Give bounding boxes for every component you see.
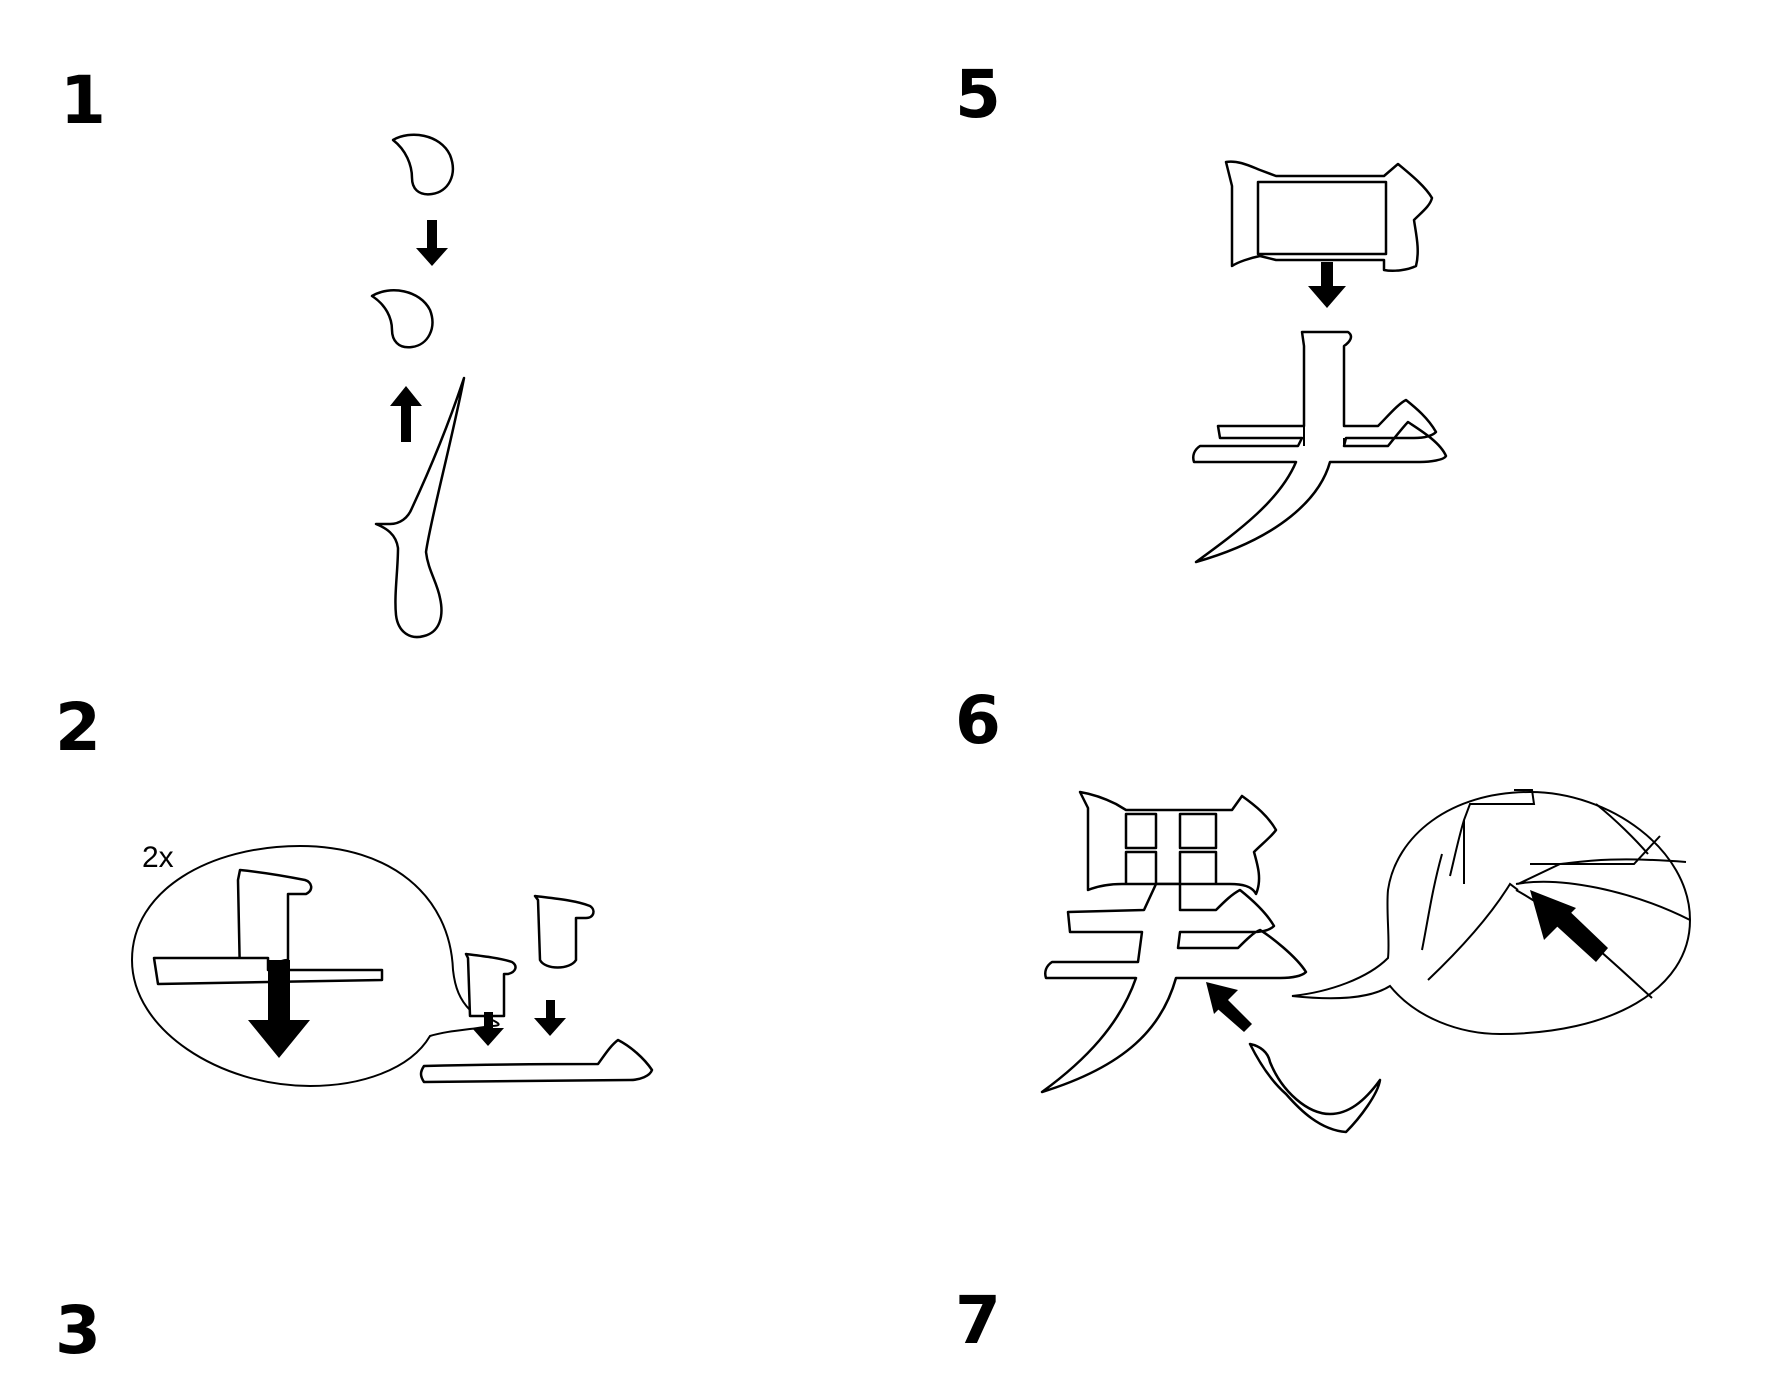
step-number-2: 2 xyxy=(55,689,101,766)
dot-stroke-top xyxy=(391,133,455,196)
zoom-bubble xyxy=(1291,790,1692,1036)
short-vertical-stroke-right xyxy=(533,894,595,969)
zoom-arrow-up-left-icon xyxy=(1530,890,1608,962)
short-vertical-stroke-left xyxy=(464,952,517,1018)
arrow-up-icon xyxy=(390,386,422,442)
step-2-illustration: 2x xyxy=(120,820,740,1110)
long-horizontal-stroke xyxy=(419,1038,654,1084)
character-top xyxy=(1078,790,1278,896)
zoom-factor-label: 2x xyxy=(142,841,174,874)
arrow-down-icon xyxy=(1308,262,1346,308)
small-arrow-down-icon-right xyxy=(534,1000,566,1036)
step-5-illustration xyxy=(1180,150,1480,580)
step-number-7: 7 xyxy=(955,1282,1001,1359)
arrow-down-icon xyxy=(416,220,448,266)
step-number-1: 1 xyxy=(60,62,106,139)
step-6-illustration xyxy=(1030,780,1750,1140)
dot-stroke-middle xyxy=(370,289,434,349)
zoom-detail-outline xyxy=(1421,789,1691,999)
step-number-5: 5 xyxy=(955,56,1001,133)
rising-stroke xyxy=(374,376,466,639)
large-arrow-down-icon xyxy=(248,960,310,1058)
small-arrow-down-icon-left xyxy=(472,1012,504,1046)
character-strokes xyxy=(1040,882,1308,1094)
step-number-3: 3 xyxy=(55,1292,101,1369)
detached-falling-stroke xyxy=(1248,1042,1382,1134)
step-1-illustration xyxy=(340,120,490,640)
inner-join-line xyxy=(1303,426,1345,446)
lower-component xyxy=(1192,330,1448,564)
arrow-up-left-icon xyxy=(1206,982,1252,1032)
step-number-6: 6 xyxy=(955,682,1001,759)
box-component xyxy=(1224,160,1434,273)
